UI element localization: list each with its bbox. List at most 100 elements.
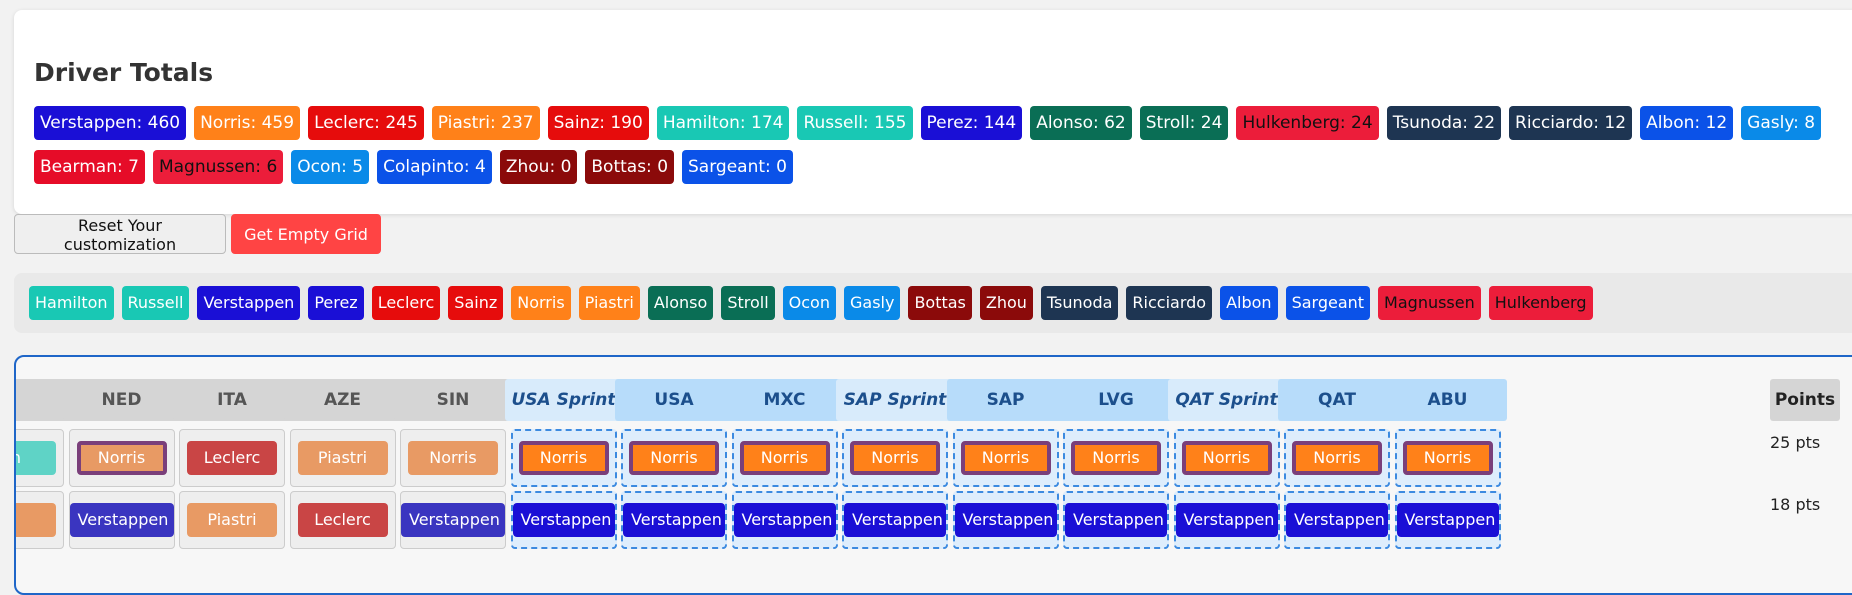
driver-pill[interactable]: Verstappen (733, 503, 836, 537)
driver-total-chip: Verstappen: 460 (34, 106, 187, 140)
grid-cell[interactable]: on (16, 429, 64, 487)
palette-driver-chip[interactable]: Gasly (843, 286, 901, 320)
driver-total-chip: Perez: 144 (920, 106, 1023, 140)
points-header: Points (1770, 379, 1840, 421)
points-value: 18 pts (1770, 495, 1821, 514)
grid-cell[interactable]: Verstappen (510, 491, 617, 549)
race-column-header (16, 379, 70, 421)
race-column-header: USA (615, 379, 733, 421)
grid-cell[interactable]: Verstappen (952, 491, 1059, 549)
grid-cell[interactable]: Norris (621, 429, 727, 487)
grid-cell[interactable]: Verstappen (1284, 491, 1390, 549)
grid-cell[interactable]: Norris (510, 429, 617, 487)
driver-pill[interactable]: Norris (1181, 441, 1272, 475)
driver-pill[interactable]: Leclerc (187, 441, 277, 475)
grid-cell[interactable]: Norris (1063, 429, 1169, 487)
grid-cell[interactable]: Norris (1173, 429, 1280, 487)
driver-pill[interactable]: Verstappen (512, 503, 615, 537)
palette-driver-chip[interactable]: Alonso (647, 286, 714, 320)
driver-pill[interactable]: Norris (629, 441, 719, 475)
grid-cell[interactable]: Verstappen (731, 491, 838, 549)
race-column-header: AZE (283, 379, 402, 421)
driver-pill[interactable]: Verstappen (1396, 503, 1499, 537)
driver-total-chip: Colapinto: 4 (377, 150, 492, 184)
palette-driver-chip[interactable]: Hulkenberg (1488, 286, 1593, 320)
reset-customization-button[interactable]: Reset Your customization (14, 214, 226, 254)
driver-total-chip: Sargeant: 0 (682, 150, 793, 184)
race-column-header: SAP Sprint (836, 379, 954, 421)
palette-driver-chip[interactable]: Norris (511, 286, 571, 320)
driver-pill[interactable]: i (16, 503, 56, 537)
driver-total-chip: Ricciardo: 12 (1509, 106, 1633, 140)
palette-driver-chip[interactable]: Perez (308, 286, 364, 320)
race-column-header: QAT (1278, 379, 1396, 421)
grid-cell[interactable]: Verstappen (1173, 491, 1280, 549)
palette-driver-chip[interactable]: Ricciardo (1126, 286, 1213, 320)
driver-pill[interactable]: Norris (1071, 441, 1161, 475)
driver-total-chip: Ocon: 5 (291, 150, 370, 184)
grid-cell[interactable]: Leclerc (179, 429, 285, 487)
driver-pill[interactable]: Norris (408, 441, 498, 475)
driver-pill[interactable]: Verstappen (1286, 503, 1388, 537)
driver-pill[interactable]: Verstappen (401, 503, 505, 537)
grid-cell[interactable]: Norris (1284, 429, 1390, 487)
driver-pill[interactable]: Norris (518, 441, 609, 475)
driver-total-chip: Hulkenberg: 24 (1236, 106, 1379, 140)
palette-driver-chip[interactable]: Bottas (908, 286, 972, 320)
grid-cell[interactable]: Verstappen (842, 491, 948, 549)
driver-pill[interactable]: Verstappen (1065, 503, 1167, 537)
driver-pill[interactable]: on (16, 441, 56, 475)
grid-cell[interactable]: Leclerc (289, 491, 396, 549)
palette-driver-chip[interactable]: Tsunoda (1040, 286, 1119, 320)
palette-driver-chip[interactable]: Leclerc (371, 286, 441, 320)
race-column-header: ABU (1388, 379, 1507, 421)
driver-pill[interactable]: Verstappen (1175, 503, 1278, 537)
palette-driver-chip[interactable]: Verstappen (197, 286, 301, 320)
palette-driver-chip[interactable]: Magnussen (1378, 286, 1481, 320)
palette-driver-chip[interactable]: Ocon (782, 286, 836, 320)
driver-total-chip: Hamilton: 174 (656, 106, 790, 140)
get-empty-grid-button[interactable]: Get Empty Grid (231, 214, 381, 254)
driver-pill[interactable]: Piastri (297, 441, 388, 475)
driver-pill[interactable]: Verstappen (954, 503, 1057, 537)
driver-pill[interactable]: Norris (76, 441, 167, 475)
palette-driver-chip[interactable]: Sargeant (1285, 286, 1371, 320)
grid-cell[interactable]: Verstappen (1063, 491, 1169, 549)
driver-pill[interactable]: Piastri (187, 503, 277, 537)
driver-pill[interactable]: Norris (850, 441, 940, 475)
driver-pill[interactable]: Norris (1402, 441, 1493, 475)
grid-cell[interactable]: Norris (400, 429, 506, 487)
driver-pill[interactable]: Verstappen (844, 503, 946, 537)
grid-cell[interactable]: Piastri (179, 491, 285, 549)
grid-cell[interactable]: Norris (68, 429, 175, 487)
grid-cell[interactable]: Norris (731, 429, 838, 487)
driver-total-chip: Albon: 12 (1640, 106, 1734, 140)
palette-driver-chip[interactable]: Albon (1220, 286, 1278, 320)
grid-cell[interactable]: Norris (842, 429, 948, 487)
grid-cell[interactable]: Norris (952, 429, 1059, 487)
grid-cell[interactable]: Verstappen (400, 491, 506, 549)
grid-cell[interactable]: i (16, 491, 64, 549)
driver-total-chip: Stroll: 24 (1139, 106, 1229, 140)
driver-total-chip: Magnussen: 6 (152, 150, 284, 184)
driver-pill[interactable]: Verstappen (69, 503, 174, 537)
driver-pill[interactable]: Norris (960, 441, 1051, 475)
driver-pill[interactable]: Norris (1292, 441, 1382, 475)
driver-pill[interactable]: Norris (739, 441, 830, 475)
grid-cell[interactable]: Verstappen (68, 491, 175, 549)
grid-cell[interactable]: Verstappen (1394, 491, 1501, 549)
grid-cell[interactable]: Verstappen (621, 491, 727, 549)
palette-driver-chip[interactable]: Sainz (448, 286, 504, 320)
driver-pill[interactable]: Verstappen (623, 503, 725, 537)
palette-driver-chip[interactable]: Russell (121, 286, 190, 320)
grid-cell[interactable]: Piastri (289, 429, 396, 487)
grid-cell[interactable]: Norris (1394, 429, 1501, 487)
palette-driver-chip[interactable]: Zhou (979, 286, 1033, 320)
palette-driver-chip[interactable]: Stroll (721, 286, 775, 320)
palette-driver-chip[interactable]: Piastri (578, 286, 640, 320)
driver-pill[interactable]: Leclerc (297, 503, 388, 537)
palette-driver-chip[interactable]: Hamilton (29, 286, 114, 320)
